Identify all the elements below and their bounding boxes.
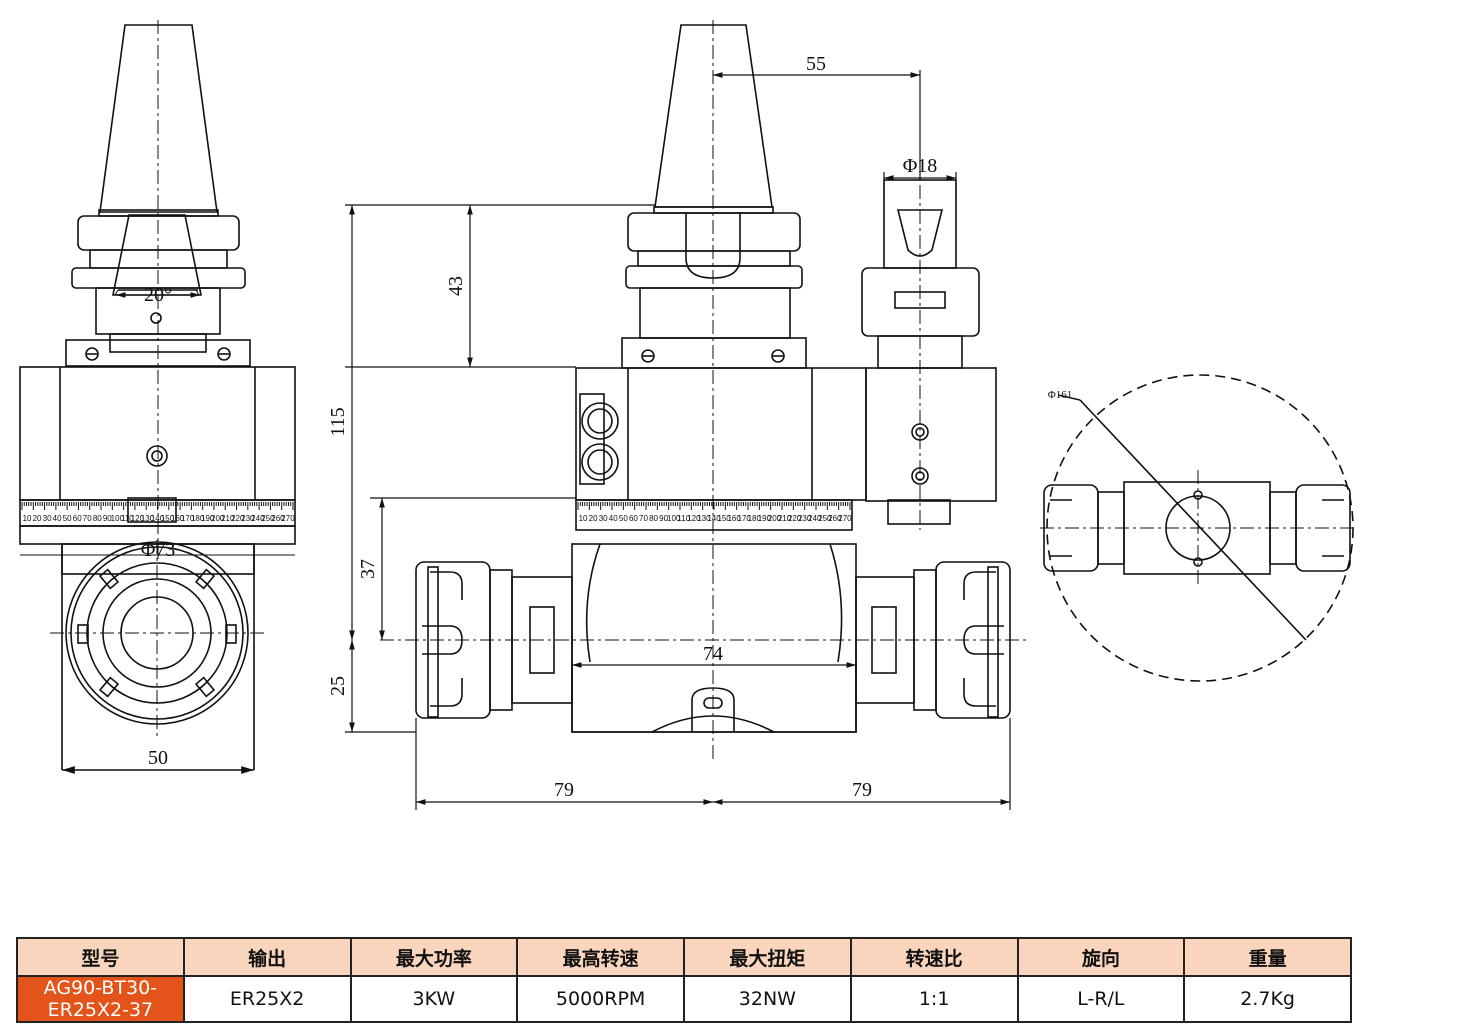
scale-tick-label: 80 <box>649 514 658 523</box>
scale-tick-label: 130 <box>697 514 711 523</box>
scale-tick-label: 230 <box>241 514 255 523</box>
scale-tick-label: 100 <box>111 514 125 523</box>
scale-tick-label: 180 <box>191 514 205 523</box>
scale-tick-label: 110 <box>677 514 690 523</box>
upper-height-label: 43 <box>445 276 467 296</box>
scale-tick-label: 30 <box>599 514 608 523</box>
scale-tick-label: 80 <box>93 514 102 523</box>
scale-tick-label: 60 <box>73 514 82 523</box>
scale-tick-label: 10 <box>23 514 32 523</box>
side-width-label: 50 <box>148 747 168 769</box>
scale-tick-label: 190 <box>758 514 772 523</box>
scale-tick-label: 130 <box>141 514 155 523</box>
scale-tick-label: 40 <box>609 514 618 523</box>
scale-tick-label: 50 <box>63 514 72 523</box>
side-diameter-label: Φ73 <box>141 539 176 561</box>
scale-tick-label: 60 <box>629 514 638 523</box>
scale-tick-label: 30 <box>43 514 52 523</box>
scale-tick-label: 150 <box>161 514 175 523</box>
technical-drawing: 1020304050607080901001101201301401501601… <box>19 20 1356 810</box>
lower-height-label: 37 <box>357 559 379 579</box>
header-output: 输出 <box>182 937 352 977</box>
scale-tick-label: 260 <box>828 514 842 523</box>
scale-tick-label: 120 <box>131 514 145 523</box>
scale-tick-label: 210 <box>221 514 235 523</box>
scale-tick-label: 200 <box>211 514 225 523</box>
scale-tick-label: 70 <box>639 514 648 523</box>
scale-tick-label: 200 <box>768 514 782 523</box>
scale-tick-label: 90 <box>103 514 112 523</box>
scale-tick-label: 10 <box>579 514 588 523</box>
scale-tick-label: 150 <box>717 514 731 523</box>
scale-tick-label: 260 <box>271 514 285 523</box>
total-height-label: 115 <box>327 407 349 436</box>
offset-dim-label: 55 <box>806 53 826 75</box>
value-weight: 2.7Kg <box>1183 975 1352 1023</box>
spec-header-row: 型号 输出 最大功率 最高转速 最大扭矩 转速比 旋向 重量 <box>16 937 1352 977</box>
scale-tick-label: 140 <box>707 514 721 523</box>
scale-tick-label: 160 <box>171 514 185 523</box>
scale-tick-label: 160 <box>727 514 741 523</box>
scale-tick-label: 250 <box>818 514 832 523</box>
value-speed-ratio: 1:1 <box>849 975 1019 1023</box>
body-width-label: 74 <box>703 643 723 665</box>
scale-tick-label: 110 <box>121 514 134 523</box>
scale-tick-label: 180 <box>748 514 762 523</box>
scale-tick-label: 20 <box>33 514 42 523</box>
scale-tick-label: 240 <box>251 514 265 523</box>
front-view <box>415 24 1011 733</box>
value-model: AG90-BT30-ER25X2-37 <box>16 975 185 1023</box>
scale-tick-label: 40 <box>53 514 62 523</box>
scale-tick-label: 250 <box>261 514 275 523</box>
scale-tick-label: 100 <box>667 514 681 523</box>
swing-diameter-label: Φ161 <box>1048 389 1073 401</box>
right-reach-label: 79 <box>852 779 872 801</box>
value-output: ER25X2 <box>182 975 352 1023</box>
scale-tick-label: 50 <box>619 514 628 523</box>
header-max-speed: 最高转速 <box>516 937 685 977</box>
shank-dim-label: Φ18 <box>903 155 938 177</box>
spec-table: 型号 输出 最大功率 最高转速 最大扭矩 转速比 旋向 重量 AG90-BT30… <box>16 937 1352 1023</box>
spec-value-row: AG90-BT30-ER25X2-37 ER25X2 3KW 5000RPM 3… <box>16 975 1352 1023</box>
scale-tick-label: 120 <box>687 514 701 523</box>
scale-tick-label: 140 <box>151 514 165 523</box>
scale-tick-label: 240 <box>808 514 822 523</box>
value-max-speed: 5000RPM <box>516 975 685 1023</box>
value-rotation: L-R/L <box>1016 975 1186 1023</box>
header-max-torque: 最大扭矩 <box>683 937 852 977</box>
scale-tick-label: 190 <box>201 514 215 523</box>
header-max-power: 最大功率 <box>349 937 519 977</box>
scale-tick-label: 170 <box>738 514 752 523</box>
value-max-power: 3KW <box>349 975 519 1023</box>
header-speed-ratio: 转速比 <box>849 937 1019 977</box>
bottom-dim-label: 25 <box>327 676 349 696</box>
scale-tick-label: 220 <box>231 514 245 523</box>
scale-tick-label: 210 <box>778 514 792 523</box>
scale-tick-label: 270 <box>281 514 295 523</box>
scale-tick-label: 270 <box>838 514 852 523</box>
value-max-torque: 32NW <box>683 975 852 1023</box>
header-weight: 重量 <box>1183 937 1352 977</box>
scale-tick-label: 70 <box>83 514 92 523</box>
scale-tick-label: 220 <box>788 514 802 523</box>
angle-label: 20° <box>144 284 172 306</box>
scale-tick-label: 20 <box>589 514 598 523</box>
left-reach-label: 79 <box>554 779 574 801</box>
header-model: 型号 <box>16 937 185 977</box>
scale-tick-label: 90 <box>659 514 668 523</box>
scale-tick-label: 230 <box>798 514 812 523</box>
header-rotation: 旋向 <box>1016 937 1186 977</box>
scale-tick-label: 170 <box>181 514 195 523</box>
